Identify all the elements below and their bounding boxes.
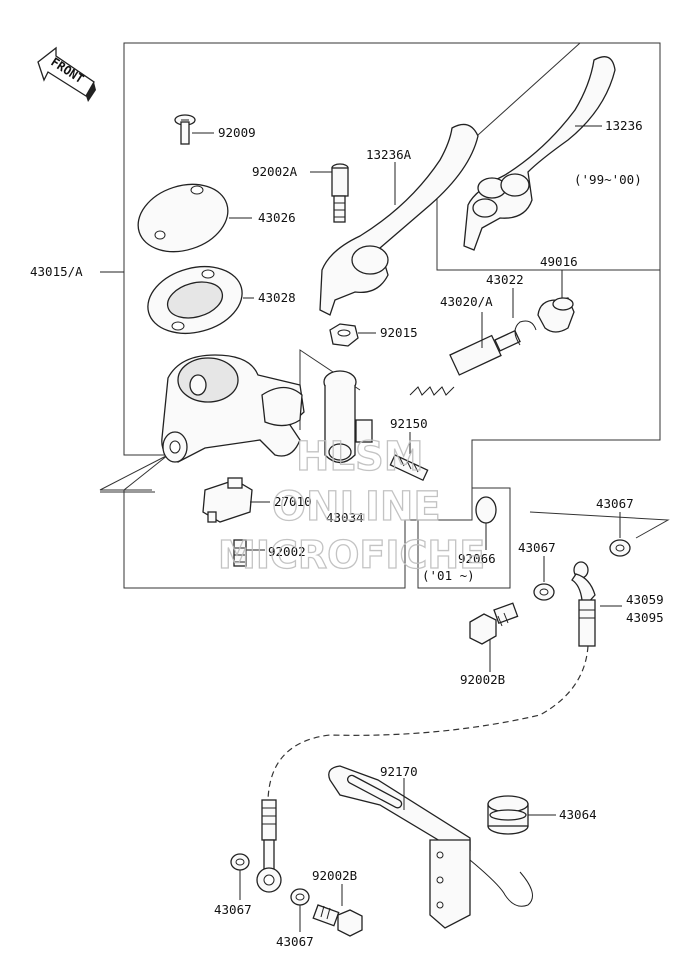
callout-43064: 43064	[559, 807, 597, 822]
callout-92002b-b: 92002B	[312, 868, 357, 883]
brake-switch-27010	[202, 477, 253, 523]
lever-variant-frame	[436, 42, 661, 271]
hose-fitting-43059	[571, 561, 596, 647]
callout-43095: 43095	[626, 610, 664, 625]
screw-92150	[389, 454, 429, 482]
bolt-92002a	[331, 163, 349, 223]
master-cylinder-body	[161, 354, 305, 463]
screw-92002	[233, 539, 247, 567]
washer-43067-b	[533, 583, 555, 601]
callout-43026: 43026	[258, 210, 296, 225]
circlip-43022	[514, 320, 537, 346]
bracket-92170	[328, 765, 533, 929]
callout-43020a: 43020/A	[440, 294, 493, 309]
banjo-bolt-92002b-b	[312, 904, 363, 937]
washer-43067-a	[609, 539, 631, 557]
switch-bracket-43034	[323, 370, 373, 464]
callout-43067-b: 43067	[518, 540, 556, 555]
brake-lever-13236a	[319, 123, 479, 316]
callout-92002b-a: 92002B	[460, 672, 505, 687]
callout-92002a: 92002A	[252, 164, 298, 179]
callout-43034: 43034	[326, 510, 364, 525]
watermark: HLSM ONLINE MICROFICHE	[217, 433, 485, 577]
main-assembly-frame	[99, 42, 661, 589]
callout-43067-a: 43067	[596, 496, 634, 511]
callout-43067-d: 43067	[276, 934, 314, 949]
piston-assembly-43020a	[409, 329, 521, 396]
callout-92009: 92009	[218, 125, 256, 140]
washer-43067-c	[230, 853, 250, 871]
watermark-line-3: MICROFICHE	[218, 533, 485, 577]
grommet-43064	[487, 795, 529, 835]
brake-lever-13236	[463, 56, 616, 251]
callout-43067-c: 43067	[214, 902, 252, 917]
callout-92015: 92015	[380, 325, 418, 340]
nut-92015	[329, 323, 359, 347]
callout-27010: 27010	[274, 494, 312, 509]
hose-fitting-lower	[256, 799, 282, 893]
dust-boot-49016	[537, 297, 575, 333]
callout-13236a: 13236A	[366, 147, 412, 162]
callout-49016: 49016	[540, 254, 578, 269]
callout-43059: 43059	[626, 592, 664, 607]
callout-92066: 92066	[458, 551, 496, 566]
cap-92066	[475, 496, 497, 524]
callout-13236: 13236	[605, 118, 643, 133]
banjo-bolt-92002b-a	[469, 602, 519, 645]
callout-92170: 92170	[380, 764, 418, 779]
callout-43015a: 43015/A	[30, 264, 83, 279]
callout-92150: 92150	[390, 416, 428, 431]
note-99-00: ('99~'00)	[574, 172, 642, 187]
callout-43022: 43022	[486, 272, 524, 287]
washer-43067-d	[290, 888, 310, 906]
note-01: ('01 ~)	[422, 568, 475, 583]
diaphragm-43028	[147, 266, 243, 334]
brake-hose-path	[267, 645, 589, 801]
frame-lead	[529, 511, 670, 539]
watermark-line-2: ONLINE	[272, 484, 441, 530]
front-arrow-icon: FRONT	[37, 46, 96, 102]
cap-variant-frame	[417, 487, 511, 589]
reservoir-cap-43026	[137, 183, 229, 253]
watermark-line-1: HLSM	[296, 434, 424, 480]
callout-43028: 43028	[258, 290, 296, 305]
callout-92002: 92002	[268, 544, 306, 559]
screw-92009	[174, 114, 196, 145]
